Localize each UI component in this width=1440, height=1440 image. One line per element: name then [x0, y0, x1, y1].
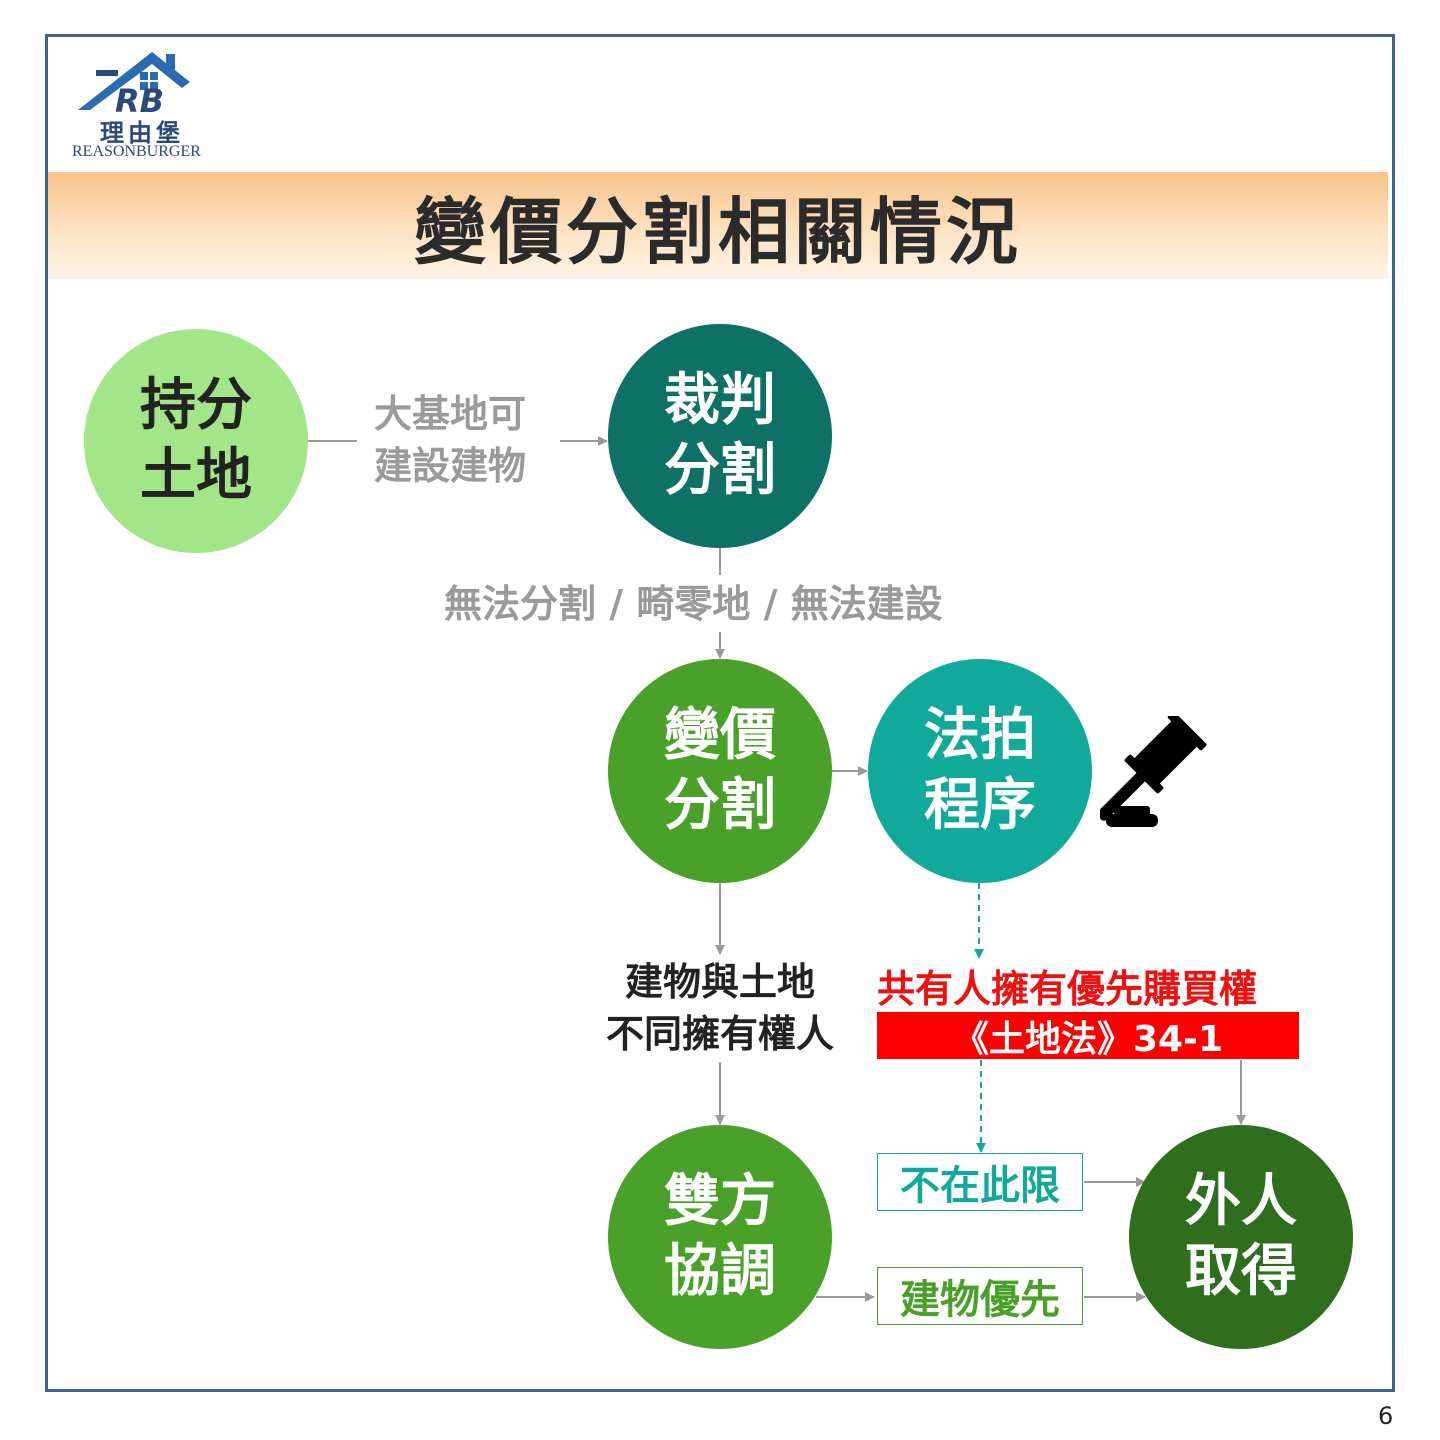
node-price-partition: 變價分割 — [608, 659, 832, 883]
label-different-owners: 建物與土地 不同擁有權人 — [605, 960, 834, 1056]
svg-text:RB: RB — [115, 82, 164, 120]
logo-name-cn: 理由堡 — [100, 118, 184, 147]
slide-frame — [45, 34, 1395, 1392]
gavel-icon — [1100, 716, 1207, 827]
box-not-limited: 不在此限 — [877, 1153, 1083, 1211]
logo-house-icon: RB — [78, 52, 190, 120]
label-large-base: 大基地可 建設建物 — [374, 392, 527, 488]
label-cannot-partition: 無法分割 / 畸零地 / 無法建設 — [444, 582, 943, 626]
title-band: 變價分割相關情況 — [48, 172, 1388, 279]
law-reference-bar: 《土地法》34-1 — [877, 1012, 1299, 1060]
node-outsider: 外人取得 — [1129, 1125, 1353, 1349]
node-auction: 法拍程序 — [868, 659, 1092, 883]
node-land: 持分土地 — [84, 329, 308, 553]
box-building-priority: 建物優先 — [877, 1267, 1083, 1325]
node-court-partition: 裁判分割 — [608, 324, 832, 548]
logo-name-en: REASONBURGER — [72, 143, 201, 160]
page-title: 變價分割相關情況 — [413, 190, 1022, 274]
label-co-owner-priority: 共有人擁有優先購買權 — [877, 967, 1258, 1011]
page-number: 6 — [1378, 1402, 1394, 1430]
node-coordinate: 雙方協調 — [608, 1125, 832, 1349]
